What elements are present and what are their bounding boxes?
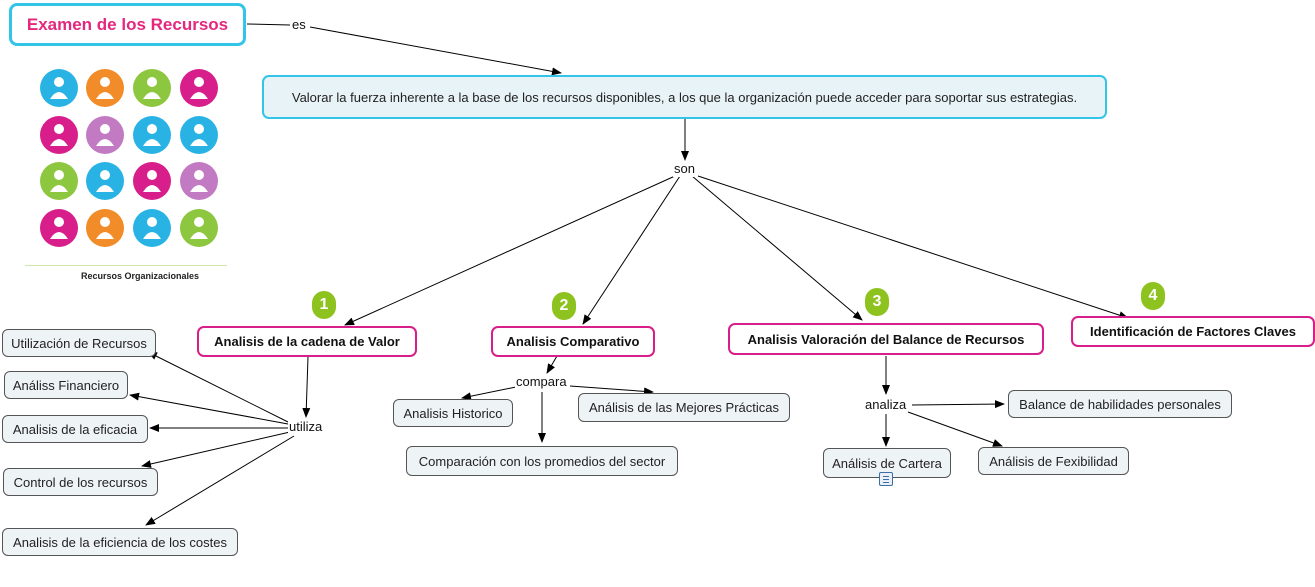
concept-analisis-eficacia[interactable]: Analisis de la eficacia: [2, 415, 148, 443]
concept-balance-recursos[interactable]: Analisis Valoración del Balance de Recur…: [728, 323, 1044, 355]
resource-icon: [86, 162, 124, 200]
map-title[interactable]: Examen de los Recursos: [9, 3, 246, 46]
image-divider: [25, 265, 227, 266]
resource-icon: [40, 209, 78, 247]
badge-3: 3: [865, 288, 889, 316]
resource-icon: [86, 69, 124, 107]
badge-2: 2: [552, 292, 576, 320]
concept-control-recursos[interactable]: Control de los recursos: [3, 468, 158, 496]
recursos-organizacionales-image: [40, 69, 218, 247]
resource-icon: [180, 69, 218, 107]
resource-icon: [133, 162, 171, 200]
link-compara: compara: [515, 374, 568, 390]
resource-icon: [133, 209, 171, 247]
resource-icon: [86, 209, 124, 247]
resource-icon: [180, 209, 218, 247]
link-utiliza: utiliza: [288, 419, 324, 435]
resource-icon: [40, 162, 78, 200]
link-es: es: [291, 17, 307, 33]
resource-icon: [180, 162, 218, 200]
resource-icon: [133, 116, 171, 154]
concept-cadena-valor[interactable]: Analisis de la cadena de Valor: [197, 326, 417, 357]
link-son: son: [673, 161, 696, 177]
resource-icon: [40, 116, 78, 154]
concept-utilizacion-recursos[interactable]: Utilización de Recursos: [2, 329, 156, 357]
concept-analisis-flexibilidad[interactable]: Análisis de Fexibilidad: [978, 447, 1129, 475]
concept-mejores-practicas[interactable]: Análisis de las Mejores Prácticas: [578, 393, 790, 422]
image-caption: Recursos Organizacionales: [80, 271, 200, 281]
link-analiza: analiza: [864, 397, 908, 413]
resource-icon: [133, 69, 171, 107]
concept-analisis-comparativo[interactable]: Analisis Comparativo: [491, 326, 655, 357]
concept-analisis-financiero[interactable]: Análiss Financiero: [4, 371, 128, 399]
main-concept[interactable]: Valorar la fuerza inherente a la base de…: [262, 75, 1107, 119]
resource-icon: [40, 69, 78, 107]
concept-analisis-historico[interactable]: Analisis Historico: [393, 399, 513, 427]
concept-habilidades-personales[interactable]: Balance de habilidades personales: [1008, 390, 1232, 418]
concept-promedios-sector[interactable]: Comparación con los promedios del sector: [406, 446, 678, 476]
resource-icon: [86, 116, 124, 154]
badge-1: 1: [312, 291, 336, 319]
concept-factores-claves[interactable]: Identificación de Factores Claves: [1071, 316, 1315, 347]
concept-eficiencia-costes[interactable]: Analisis de la eficiencia de los costes: [2, 528, 238, 556]
badge-4: 4: [1141, 282, 1165, 310]
document-icon[interactable]: [879, 472, 893, 486]
resource-icon: [180, 116, 218, 154]
